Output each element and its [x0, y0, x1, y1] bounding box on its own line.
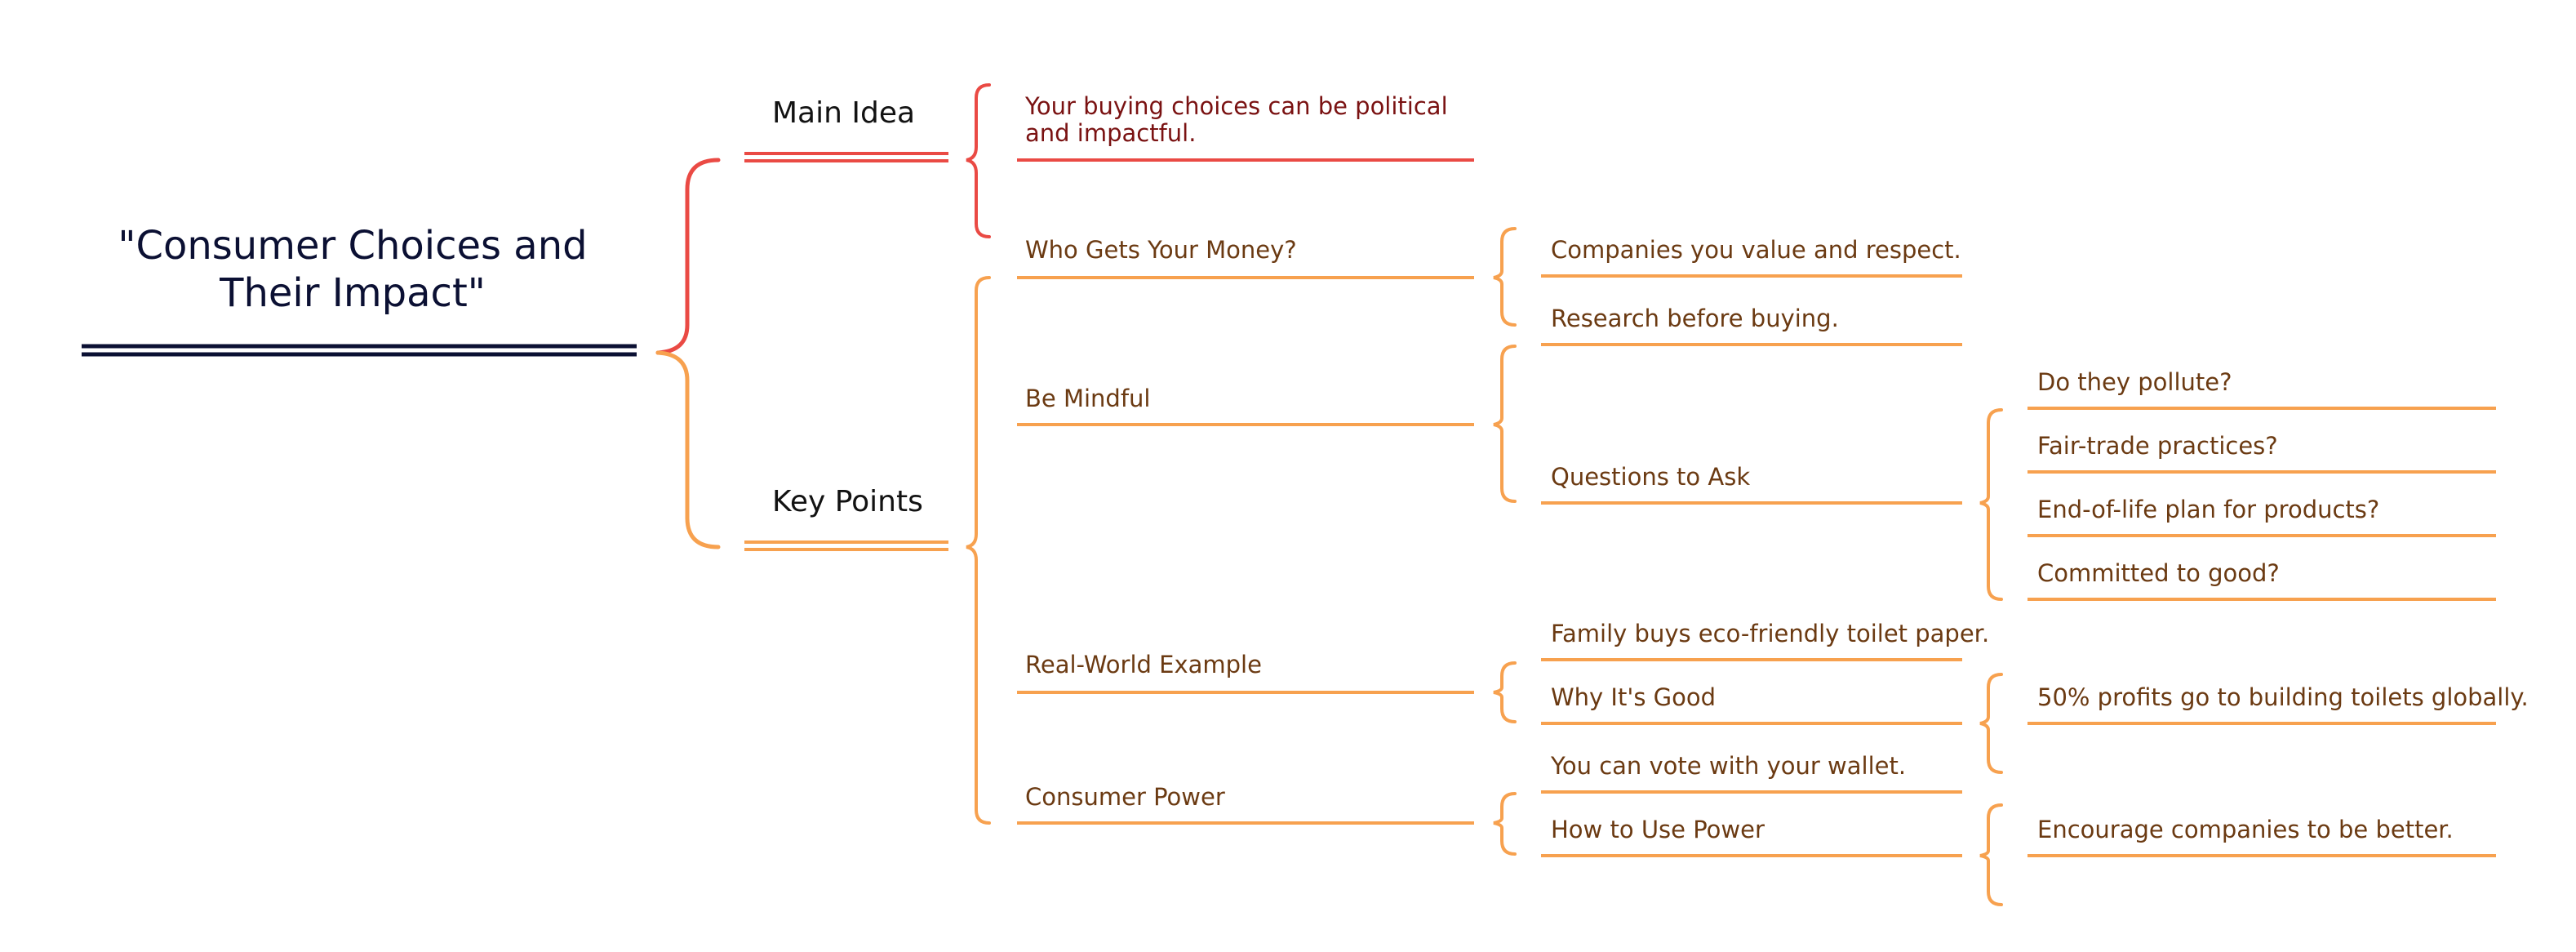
key-points-label: Key Points — [772, 485, 923, 518]
question-committed: Committed to good? — [2037, 559, 2280, 587]
key-points-items-brace — [966, 276, 991, 825]
why-its-good-text: Why It's Good — [1551, 683, 1717, 711]
be-mindful-brace — [1493, 345, 1517, 503]
question-end-of-life: End-of-life plan for products? — [2037, 496, 2380, 523]
family-buys-text: Family buys eco-friendly toilet paper. — [1551, 620, 1990, 647]
main-idea-child-brace — [966, 83, 991, 238]
key-points-brace — [655, 350, 721, 549]
question-pollute: Do they pollute? — [2037, 368, 2232, 396]
encourage-text: Encourage companies to be better. — [2037, 816, 2454, 843]
why-good-brace — [1979, 673, 2003, 774]
question-fair-trade: Fair-trade practices? — [2037, 432, 2278, 460]
main-idea-label: Main Idea — [772, 96, 916, 130]
root-title: "Consumer Choices and Their Impact" — [118, 223, 588, 316]
who-gets-money-brace — [1493, 227, 1517, 327]
companies-value-text: Companies you value and respect. — [1551, 236, 1961, 264]
how-to-use-power-text: How to Use Power — [1551, 816, 1765, 843]
consumer-power-brace — [1493, 792, 1517, 856]
key-point-who-gets-money: Who Gets Your Money? — [1025, 236, 1297, 264]
how-to-use-brace — [1979, 803, 2003, 906]
research-text: Research before buying. — [1551, 305, 1839, 332]
real-world-brace — [1493, 661, 1517, 723]
questions-brace — [1979, 408, 2003, 601]
questions-to-ask-text: Questions to Ask — [1551, 463, 1751, 491]
main-idea-text: Your buying choices can be political and… — [1025, 92, 1448, 147]
key-point-be-mindful: Be Mindful — [1025, 385, 1151, 412]
key-point-consumer-power: Consumer Power — [1025, 783, 1225, 811]
main-idea-brace — [655, 158, 721, 355]
key-point-real-world-example: Real-World Example — [1025, 651, 1262, 678]
vote-wallet-text: You can vote with your wallet. — [1551, 752, 1907, 780]
profits-text: 50% profits go to building toilets globa… — [2037, 683, 2529, 711]
